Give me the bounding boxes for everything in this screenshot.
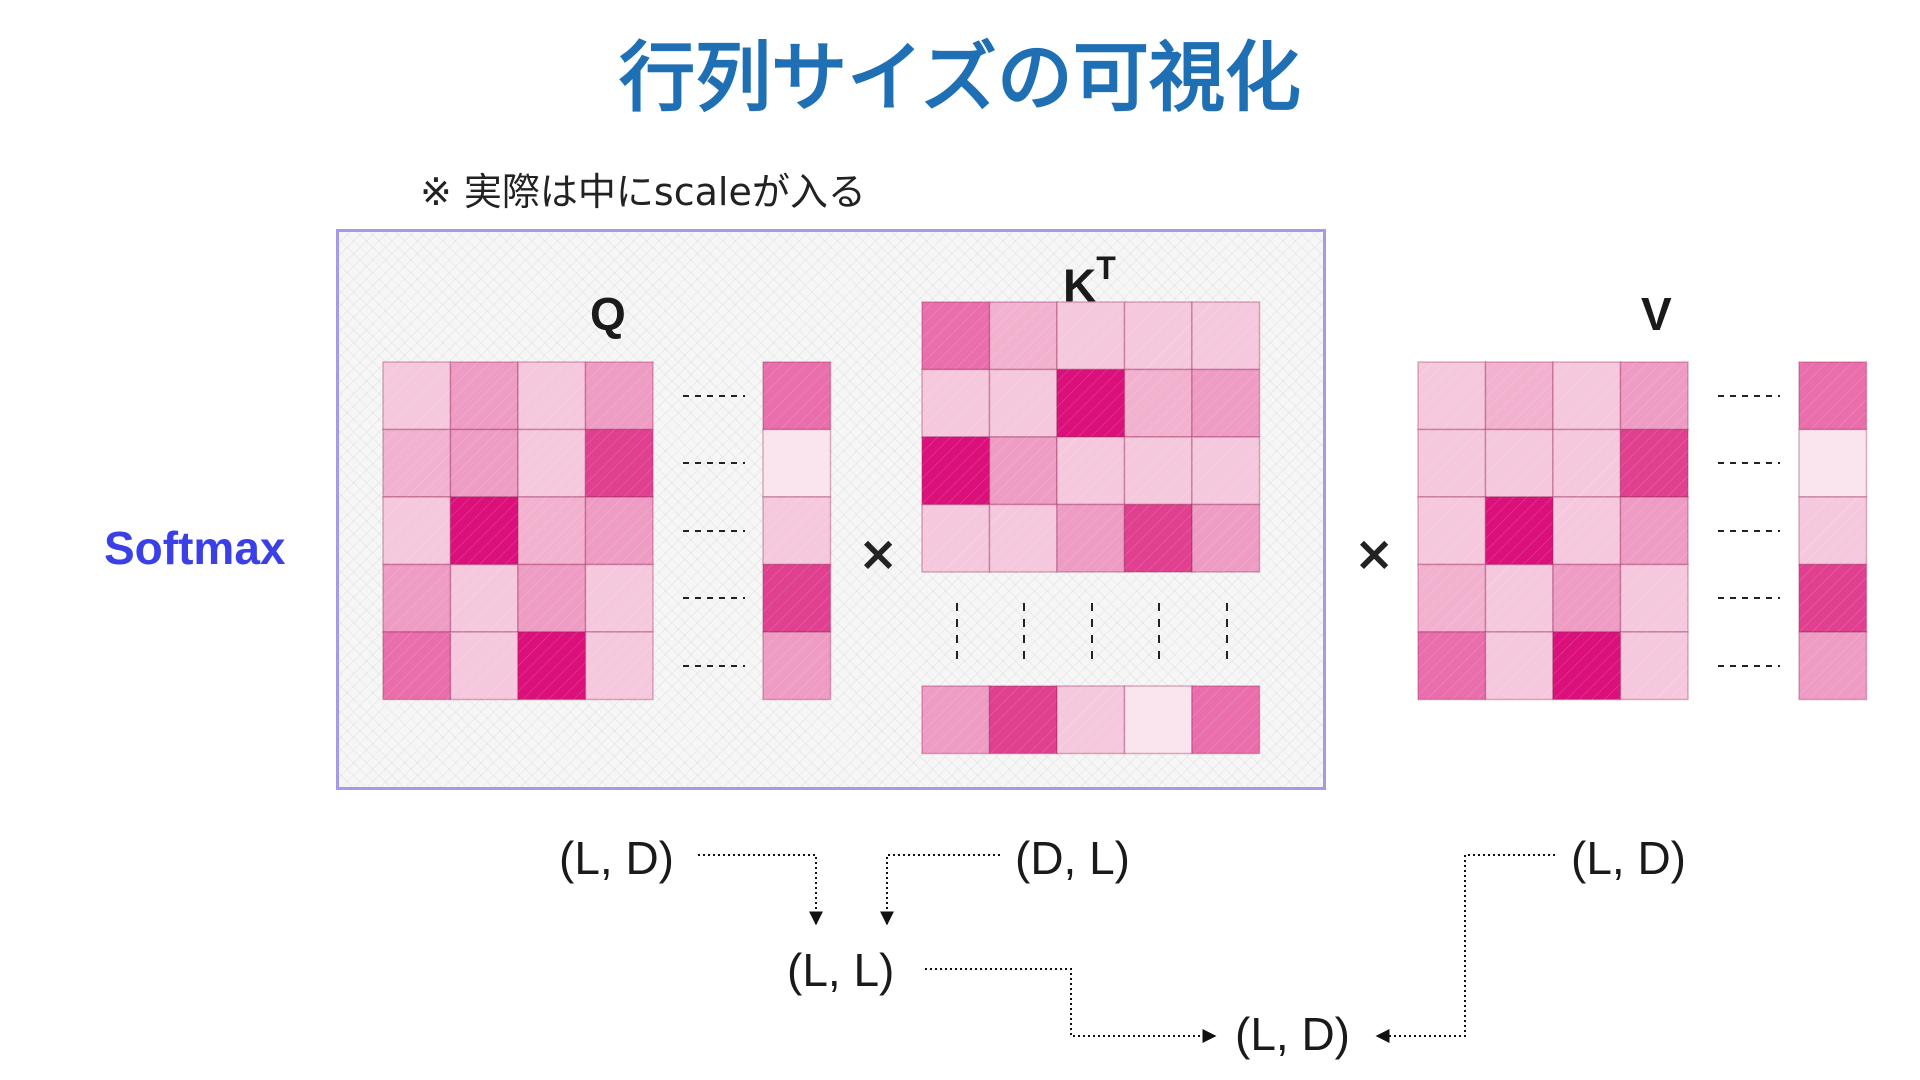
v-cell-texture xyxy=(1485,564,1553,632)
qk-to-output-arrow xyxy=(925,968,1217,1043)
qk-shape: (L, L) xyxy=(787,944,895,996)
v-cell-texture xyxy=(1485,497,1553,565)
v-cell-texture xyxy=(1620,564,1688,632)
v-cell-texture xyxy=(1418,429,1486,497)
q-label: Q xyxy=(590,288,626,340)
scale-note: ※ 実際は中にscaleが入る xyxy=(420,170,866,214)
v-tail-cell xyxy=(1798,428,1868,498)
v-cell xyxy=(1552,361,1622,431)
v-cell-texture xyxy=(1553,497,1621,565)
v-cell-texture xyxy=(1418,497,1486,565)
v-cell-texture xyxy=(1620,362,1688,430)
output-shape: (L, D) xyxy=(1235,1008,1350,1060)
page-title: 行列サイズの可視化 xyxy=(619,33,1301,122)
v-cell xyxy=(1619,496,1689,566)
v-cell-texture xyxy=(1620,632,1688,700)
q-to-qk-arrow xyxy=(698,854,823,926)
kt-label-base: K xyxy=(1063,259,1097,312)
v-cell xyxy=(1484,563,1554,633)
v-cell-texture xyxy=(1485,632,1553,700)
kt-shape: (D, L) xyxy=(1015,832,1130,884)
kt-label-transpose: T xyxy=(1096,250,1116,286)
q-shape: (L, D) xyxy=(559,832,674,884)
v-tail-cell-texture xyxy=(1799,497,1867,565)
v-tail-cell xyxy=(1798,563,1868,633)
v-cell xyxy=(1619,428,1689,498)
v-tail-cell-texture xyxy=(1799,632,1867,700)
softmax-region xyxy=(336,229,1326,790)
v-cell xyxy=(1484,361,1554,431)
v-cell xyxy=(1417,428,1487,498)
v-cell-texture xyxy=(1553,429,1621,497)
v-label: V xyxy=(1641,288,1672,340)
v-cell xyxy=(1552,631,1622,701)
multiply-sign-1: × xyxy=(858,526,899,582)
v-cell xyxy=(1552,563,1622,633)
v-cell xyxy=(1484,496,1554,566)
kt-to-qk-arrow xyxy=(880,854,1000,926)
v-cell xyxy=(1417,631,1487,701)
v-cell xyxy=(1417,496,1487,566)
v-cell xyxy=(1484,631,1554,701)
softmax-label: Softmax xyxy=(104,522,286,574)
v-cell xyxy=(1552,428,1622,498)
v-tail-cell xyxy=(1798,631,1868,701)
v-cell-texture xyxy=(1418,362,1486,430)
v-tail-cell-texture xyxy=(1799,564,1867,632)
v-shape: (L, D) xyxy=(1571,832,1686,884)
v-cell xyxy=(1619,631,1689,701)
v-cell-texture xyxy=(1485,429,1553,497)
v-cell-texture xyxy=(1418,564,1486,632)
multiply-sign-2: × xyxy=(1354,526,1395,582)
v-tail-cell-texture xyxy=(1799,429,1867,497)
v-cell xyxy=(1417,563,1487,633)
v-cell-texture xyxy=(1553,564,1621,632)
v-cell-texture xyxy=(1553,632,1621,700)
v-cell-texture xyxy=(1620,497,1688,565)
v-tail-cell xyxy=(1798,361,1868,431)
v-cell-texture xyxy=(1485,362,1553,430)
v-tail-cell xyxy=(1798,496,1868,566)
v-cell-texture xyxy=(1418,632,1486,700)
v-tail-cell-texture xyxy=(1799,362,1867,430)
v-cell xyxy=(1417,361,1487,431)
v-cell xyxy=(1552,496,1622,566)
v-cell xyxy=(1619,361,1689,431)
v-cell xyxy=(1484,428,1554,498)
v-cell xyxy=(1619,563,1689,633)
kt-label: KT xyxy=(1063,246,1116,313)
v-to-output-arrow xyxy=(1375,854,1555,1043)
v-cell-texture xyxy=(1620,429,1688,497)
v-cell-texture xyxy=(1553,362,1621,430)
